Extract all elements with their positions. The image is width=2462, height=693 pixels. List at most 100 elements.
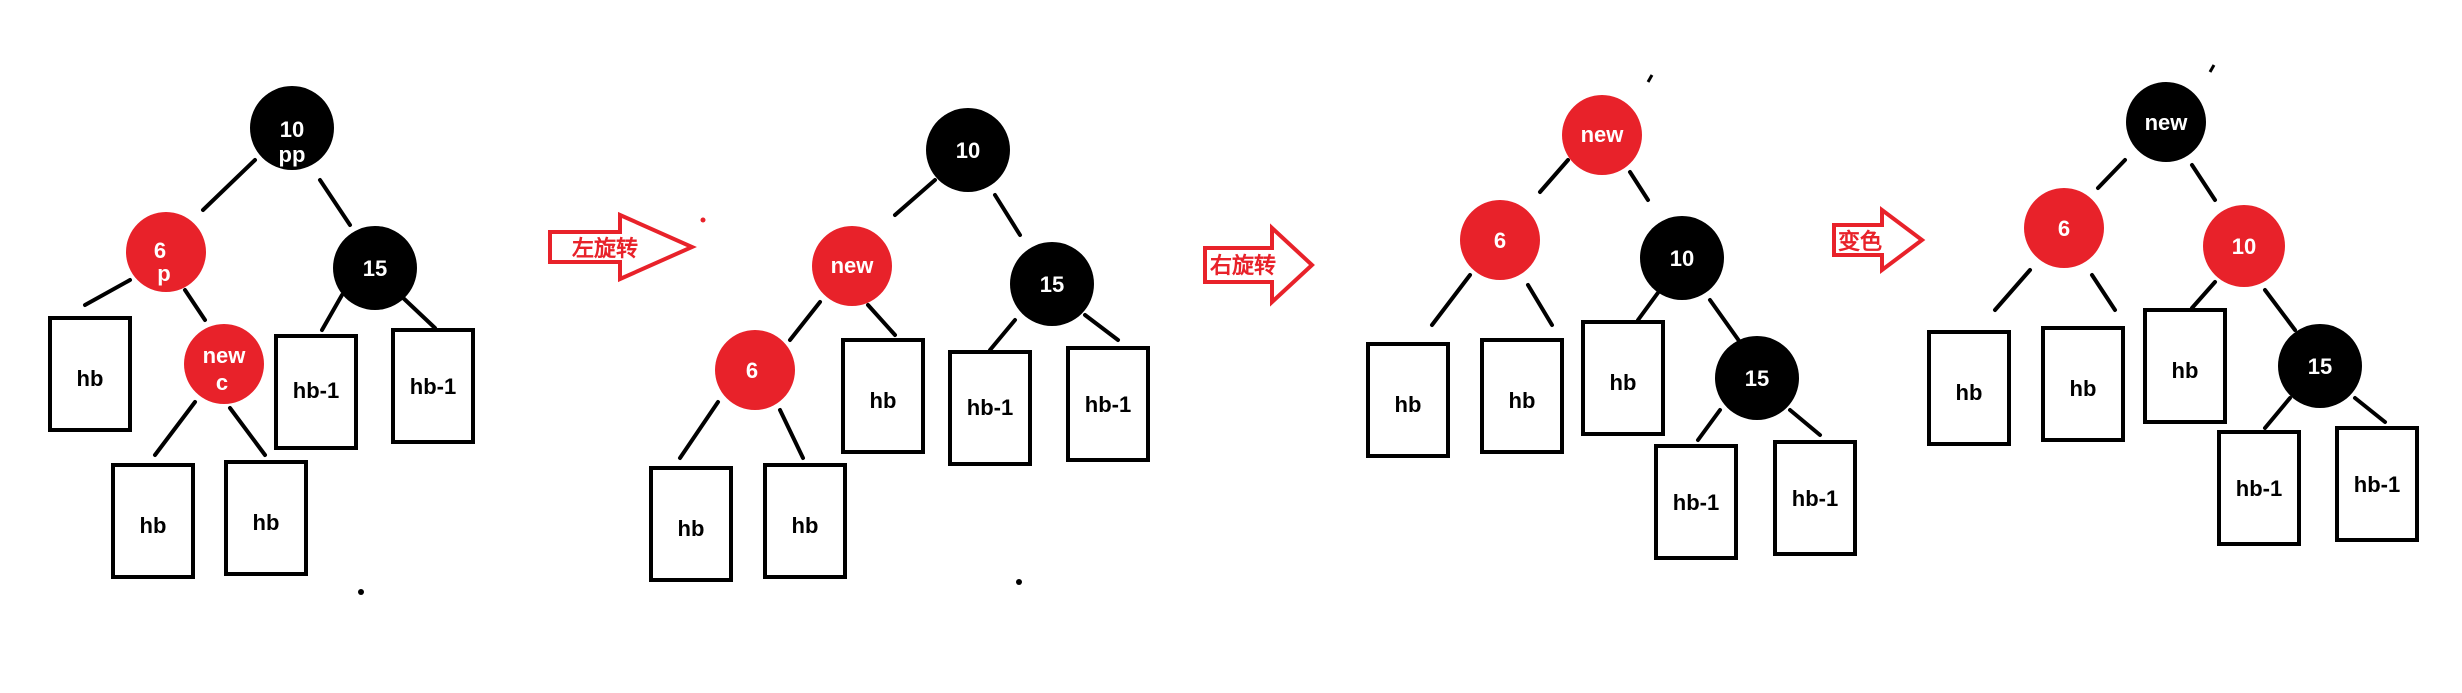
edge	[183, 288, 207, 322]
edge	[778, 408, 805, 460]
nil-label: hb	[1956, 380, 1983, 405]
node-root: new	[1562, 95, 1642, 175]
edge	[153, 400, 197, 457]
stray-tick	[1646, 74, 1654, 83]
step-arrow-recolor: 变色	[1832, 206, 1926, 274]
node-sublabel: p	[157, 261, 170, 286]
stray-dot	[700, 217, 706, 223]
edge	[1628, 170, 1650, 202]
node-label: 10	[2232, 234, 2256, 259]
nil-box: hb-1	[948, 350, 1032, 466]
stray-tick	[2208, 64, 2216, 73]
step-arrow-rotate-right: 右旋转	[1203, 223, 1315, 307]
nil-label: hb	[792, 513, 819, 538]
nil-box: hb	[2041, 326, 2125, 442]
nil-box: hb-1	[1066, 346, 1150, 462]
edge	[1430, 273, 1472, 327]
node-label: 10	[280, 117, 304, 142]
edge	[1636, 288, 1662, 322]
edge	[318, 178, 352, 227]
nil-label: hb	[2070, 376, 2097, 401]
edge	[1708, 298, 1744, 347]
nil-box: hb	[841, 338, 925, 454]
edge	[1993, 268, 2032, 312]
nil-box: hb	[649, 466, 733, 582]
node-label: new	[1581, 122, 1625, 147]
step-label: 右旋转	[1210, 253, 1276, 279]
edge	[1538, 158, 1570, 194]
stray-dot	[358, 589, 364, 595]
edge	[2096, 158, 2127, 190]
edge	[1696, 408, 1722, 442]
step-label: 变色	[1838, 229, 1882, 255]
nil-label: hb-1	[2354, 472, 2400, 497]
node-six: 6	[1460, 200, 1540, 280]
nil-box: hb	[2143, 308, 2227, 424]
nil-box: hb	[48, 316, 132, 432]
nil-box: hb	[1366, 342, 1450, 458]
nil-box: hb	[763, 463, 847, 579]
step-arrow-rotate-left: 左旋转	[548, 211, 697, 283]
nil-label: hb	[1395, 392, 1422, 417]
nil-box: hb	[224, 460, 308, 576]
node-label: 10	[956, 138, 980, 163]
edge	[993, 193, 1022, 237]
edge	[1083, 313, 1120, 342]
node-new: new	[812, 226, 892, 306]
node-uncle: 15	[333, 226, 417, 310]
panel-4-after-recolor: new 6 10 15 hb hb hb hb-1	[1927, 82, 2419, 546]
edge	[1526, 283, 1554, 327]
node-label: new	[831, 253, 875, 278]
nil-label: hb	[140, 513, 167, 538]
nil-label: hb	[77, 366, 104, 391]
nil-label: hb-1	[2236, 476, 2282, 501]
node-label: new	[203, 343, 247, 368]
edge	[678, 400, 720, 460]
nil-label: hb-1	[1792, 486, 1838, 511]
node-label: 10	[1670, 246, 1694, 271]
nil-label: hb	[253, 510, 280, 535]
node-label: 6	[2058, 216, 2070, 241]
nil-box: hb-1	[1773, 440, 1857, 556]
node-sublabel: c	[216, 370, 228, 395]
node-root: new	[2126, 82, 2206, 162]
node-label: 6	[1494, 228, 1506, 253]
nil-label: hb-1	[1085, 392, 1131, 417]
nil-label: hb	[870, 388, 897, 413]
node-label: 6	[746, 358, 758, 383]
nil-box: hb-1	[1654, 444, 1738, 560]
edge	[228, 406, 267, 457]
edge	[2353, 396, 2387, 424]
nil-label: hb-1	[1673, 490, 1719, 515]
nil-box: hb	[1480, 338, 1564, 454]
edge	[2263, 288, 2297, 332]
node-new: new c	[184, 324, 264, 404]
edge	[83, 278, 132, 307]
edge	[893, 178, 937, 217]
nil-label: hb	[1610, 370, 1637, 395]
edge	[866, 303, 897, 337]
node-label: 15	[363, 256, 387, 281]
node-label: 6	[154, 238, 166, 263]
node-six: 6	[2024, 188, 2104, 268]
node-label: 15	[1745, 366, 1769, 391]
nil-box: hb-1	[274, 334, 358, 450]
node-label: 15	[1040, 272, 1064, 297]
node-six: 6	[715, 330, 795, 410]
node-parent: 6 p	[126, 212, 206, 292]
nil-label: hb	[678, 516, 705, 541]
edge	[2190, 163, 2217, 202]
node-ten: 10	[1640, 216, 1724, 300]
nil-box: hb-1	[2217, 430, 2301, 546]
node-root: 10 pp	[250, 86, 334, 170]
edge	[2190, 280, 2217, 310]
node-root: 10	[926, 108, 1010, 192]
stray-dot	[1016, 579, 1022, 585]
step-label: 左旋转	[572, 236, 638, 262]
edge	[398, 293, 437, 330]
node-sublabel: pp	[279, 142, 306, 167]
nil-box: hb	[1927, 330, 2011, 446]
nil-label: hb-1	[967, 395, 1013, 420]
node-ten: 10	[2203, 205, 2285, 287]
